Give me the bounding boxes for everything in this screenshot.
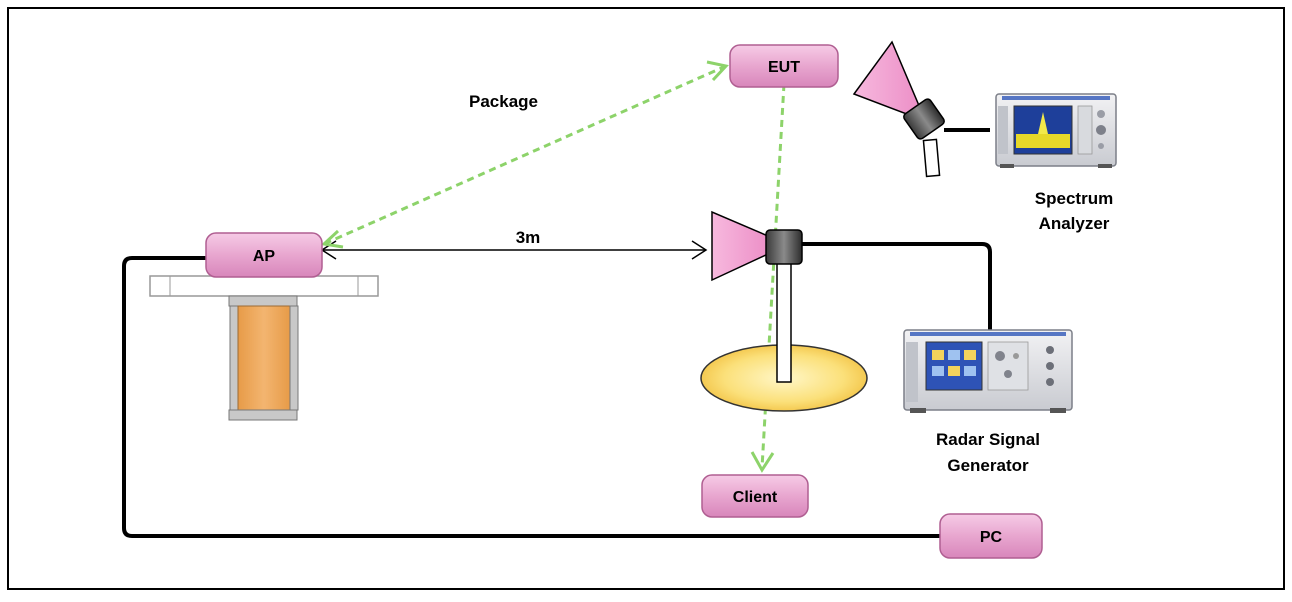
horn-antenna-icon [852, 40, 945, 178]
pc-label: PC [980, 529, 1003, 546]
ap-label: AP [253, 248, 276, 265]
pc-node: PC [939, 513, 1043, 559]
wireless-link-eut-client [750, 83, 786, 473]
wireless-link-eut-ap [320, 60, 729, 249]
horn-to-radar-cable [800, 242, 992, 330]
eut-label: EUT [768, 59, 800, 76]
signal-generator-instrument-icon [903, 329, 1073, 413]
horn-antenna-icon [711, 210, 803, 282]
eut-node: EUT [729, 44, 839, 88]
radar-generator-label-line1: Radar Signal [936, 430, 1040, 449]
client-node: Client [701, 474, 809, 518]
spectrum-analyzer-label-line1: Spectrum [1035, 189, 1113, 208]
antenna-mast [776, 261, 792, 383]
ap-node: AP [205, 232, 323, 278]
ap-to-pc-cable [122, 256, 940, 538]
spectrum-analyzer-label-line2: Analyzer [1039, 214, 1110, 233]
radar-generator-label-line2: Generator [947, 456, 1029, 475]
package-label: Package [469, 92, 538, 111]
spectrum-analyzer-instrument-icon [995, 93, 1117, 168]
client-label: Client [733, 489, 778, 506]
distance-label: 3m [516, 228, 541, 247]
